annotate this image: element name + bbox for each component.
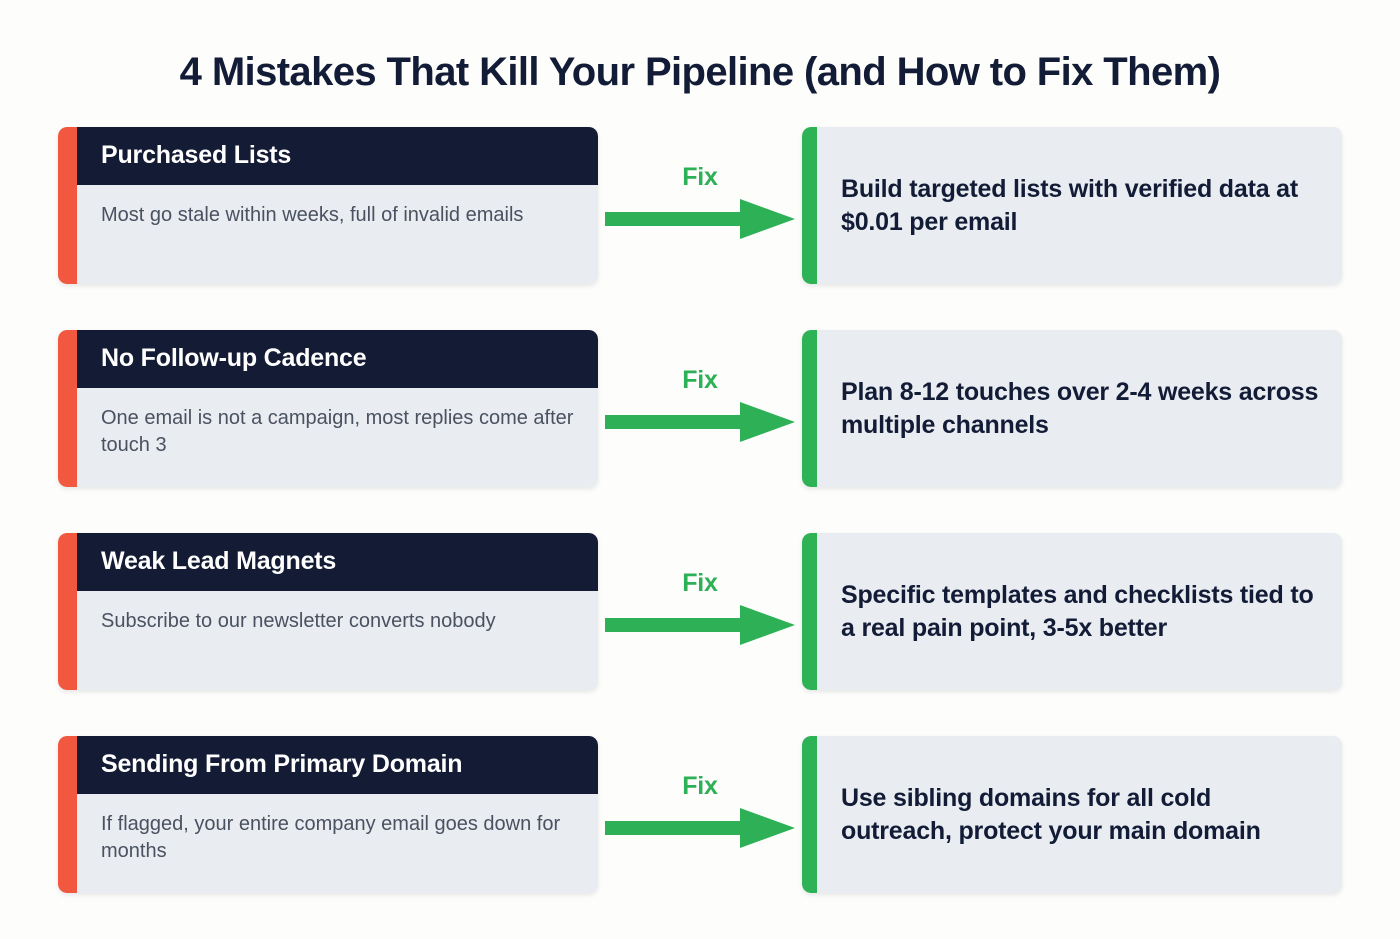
mistake-title: Sending From Primary Domain bbox=[77, 736, 598, 794]
mistake-row: No Follow-up Cadence One email is not a … bbox=[0, 330, 1400, 487]
solution-card: Build targeted lists with verified data … bbox=[802, 127, 1342, 284]
fix-connector: Fix bbox=[598, 533, 802, 690]
mistake-card-body: Weak Lead Magnets Subscribe to our newsl… bbox=[77, 533, 598, 690]
mistake-description: Most go stale within weeks, full of inva… bbox=[77, 185, 598, 284]
solution-text: Specific templates and checklists tied t… bbox=[817, 533, 1342, 690]
mistake-card-body: Purchased Lists Most go stale within wee… bbox=[77, 127, 598, 284]
solution-accent-bar bbox=[802, 127, 817, 284]
mistake-description: One email is not a campaign, most replie… bbox=[77, 388, 598, 487]
fix-arrow-icon bbox=[605, 198, 795, 239]
mistake-row: Purchased Lists Most go stale within wee… bbox=[0, 127, 1400, 284]
mistake-card: Weak Lead Magnets Subscribe to our newsl… bbox=[58, 533, 598, 690]
fix-label: Fix bbox=[682, 568, 718, 597]
mistake-title: Weak Lead Magnets bbox=[77, 533, 598, 591]
mistake-accent-bar bbox=[58, 736, 77, 893]
fix-label: Fix bbox=[682, 771, 718, 800]
solution-accent-bar bbox=[802, 736, 817, 893]
fix-connector: Fix bbox=[598, 127, 802, 284]
mistake-card-body: No Follow-up Cadence One email is not a … bbox=[77, 330, 598, 487]
fix-arrow-icon bbox=[605, 807, 795, 848]
mistake-card: No Follow-up Cadence One email is not a … bbox=[58, 330, 598, 487]
fix-label: Fix bbox=[682, 162, 718, 191]
mistake-accent-bar bbox=[58, 127, 77, 284]
mistake-card: Sending From Primary Domain If flagged, … bbox=[58, 736, 598, 893]
mistake-row: Sending From Primary Domain If flagged, … bbox=[0, 736, 1400, 893]
solution-card: Specific templates and checklists tied t… bbox=[802, 533, 1342, 690]
mistake-accent-bar bbox=[58, 533, 77, 690]
mistake-rows: Purchased Lists Most go stale within wee… bbox=[0, 127, 1400, 893]
fix-connector: Fix bbox=[598, 330, 802, 487]
mistake-title: Purchased Lists bbox=[77, 127, 598, 185]
solution-text: Build targeted lists with verified data … bbox=[817, 127, 1342, 284]
solution-text: Use sibling domains for all cold outreac… bbox=[817, 736, 1342, 893]
fix-arrow-icon bbox=[605, 401, 795, 442]
solution-accent-bar bbox=[802, 533, 817, 690]
mistake-title: No Follow-up Cadence bbox=[77, 330, 598, 388]
mistake-card-body: Sending From Primary Domain If flagged, … bbox=[77, 736, 598, 893]
solution-card: Use sibling domains for all cold outreac… bbox=[802, 736, 1342, 893]
solution-card: Plan 8-12 touches over 2-4 weeks across … bbox=[802, 330, 1342, 487]
fix-arrow-icon bbox=[605, 604, 795, 645]
mistake-description: If flagged, your entire company email go… bbox=[77, 794, 598, 893]
mistake-row: Weak Lead Magnets Subscribe to our newsl… bbox=[0, 533, 1400, 690]
solution-accent-bar bbox=[802, 330, 817, 487]
mistake-card: Purchased Lists Most go stale within wee… bbox=[58, 127, 598, 284]
fix-connector: Fix bbox=[598, 736, 802, 893]
fix-label: Fix bbox=[682, 365, 718, 394]
mistake-accent-bar bbox=[58, 330, 77, 487]
solution-text: Plan 8-12 touches over 2-4 weeks across … bbox=[817, 330, 1342, 487]
mistake-description: Subscribe to our newsletter converts nob… bbox=[77, 591, 598, 690]
page-title: 4 Mistakes That Kill Your Pipeline (and … bbox=[179, 50, 1221, 94]
